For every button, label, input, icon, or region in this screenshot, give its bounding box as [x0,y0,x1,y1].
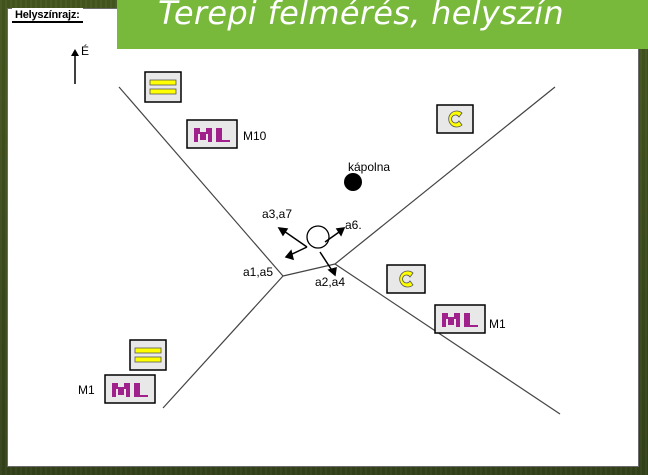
lane-sign-icon-bottom [129,339,167,371]
arrow-label-a6: a6. [345,218,362,232]
page-title: Terepi felmérés, helyszín [158,0,564,32]
road-ne [334,86,556,265]
sign-label-m1-left: M1 [78,383,95,397]
chapel-marker [344,173,362,191]
arrow-label-a3a7: a3,a7 [262,207,292,221]
motorway-sign-icon-m1-right [434,304,486,334]
chapel-label: kápolna [348,160,390,174]
direction-arrows [277,227,346,277]
site-plan-label: Helyszínrajz: [12,8,83,23]
sign-label-m1-right: M1 [489,317,506,331]
measurement-point-circle [306,225,330,249]
arrow-label-a2a4: a2,a4 [315,275,345,289]
road-junction [282,263,336,277]
service-sign-icon-top [436,104,474,134]
road-nw [118,86,284,277]
title-banner [117,0,648,49]
sign-label-m10: M10 [243,129,267,143]
service-sign-icon-middle [386,264,426,294]
north-arrow-icon [71,49,79,84]
arrow-label-a1a5: a1,a5 [243,265,273,279]
lane-sign-icon-top [144,71,182,103]
arrow-a2a4 [319,251,334,273]
motorway-sign-icon-m10 [186,119,238,149]
road-se [334,263,561,415]
road-sw [162,275,284,409]
motorway-sign-icon-m1-left [104,374,156,404]
road-lines [118,86,561,415]
north-label: É [81,43,89,58]
